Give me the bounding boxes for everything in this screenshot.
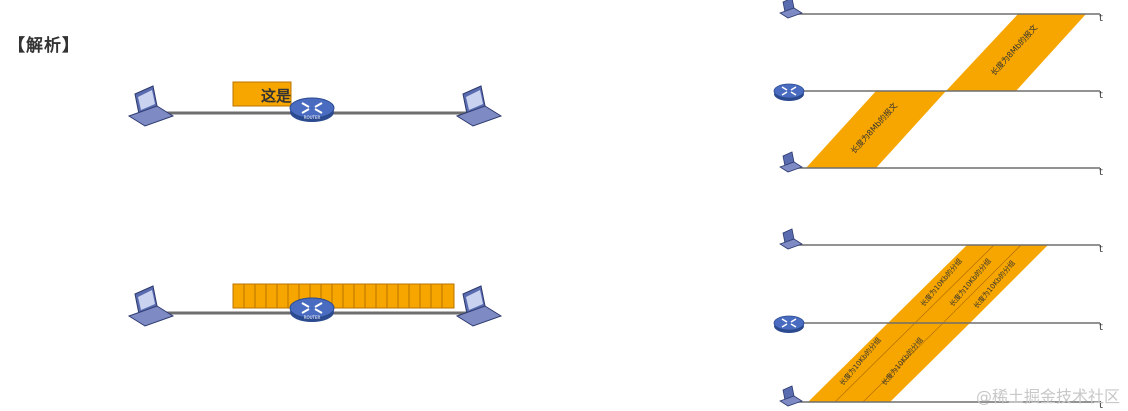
laptop-icon [456,85,502,127]
laptop-icon [456,285,502,327]
axis-label: t [1099,400,1103,411]
laptop-icon [128,85,174,127]
laptop-icon [779,385,803,407]
router-icon [289,297,335,323]
axis-label: t [1099,322,1103,333]
axis-label: t [1099,90,1103,101]
laptop-icon [779,0,803,19]
message-band-lower [806,91,946,168]
left-bottom-scenario [128,283,502,327]
laptop-icon [779,151,803,173]
router-icon [773,315,805,334]
watermark: @稀土掘金技术社区 [975,387,1120,406]
axis-label: t [1099,167,1103,178]
message-packet-label: 这是 [261,87,292,105]
packet-dividers [243,284,443,308]
right-top-timing: t t t 长度为8Mb的报文 长度为8Mb的报文 [773,0,1103,178]
packet-band-upper [888,245,1048,323]
section-title: 【解析】 [8,36,80,56]
router-icon [773,83,805,102]
router-icon [289,97,335,123]
laptop-icon [779,228,803,250]
message-band-upper [946,14,1086,91]
laptop-icon [128,285,174,327]
axis-label: t [1099,244,1103,255]
left-top-scenario: 这是 [128,81,502,127]
packet-band-dividers [834,244,1022,403]
message-packet [232,81,292,107]
axis-label: t [1099,13,1103,24]
packet-band-lower [808,323,970,402]
